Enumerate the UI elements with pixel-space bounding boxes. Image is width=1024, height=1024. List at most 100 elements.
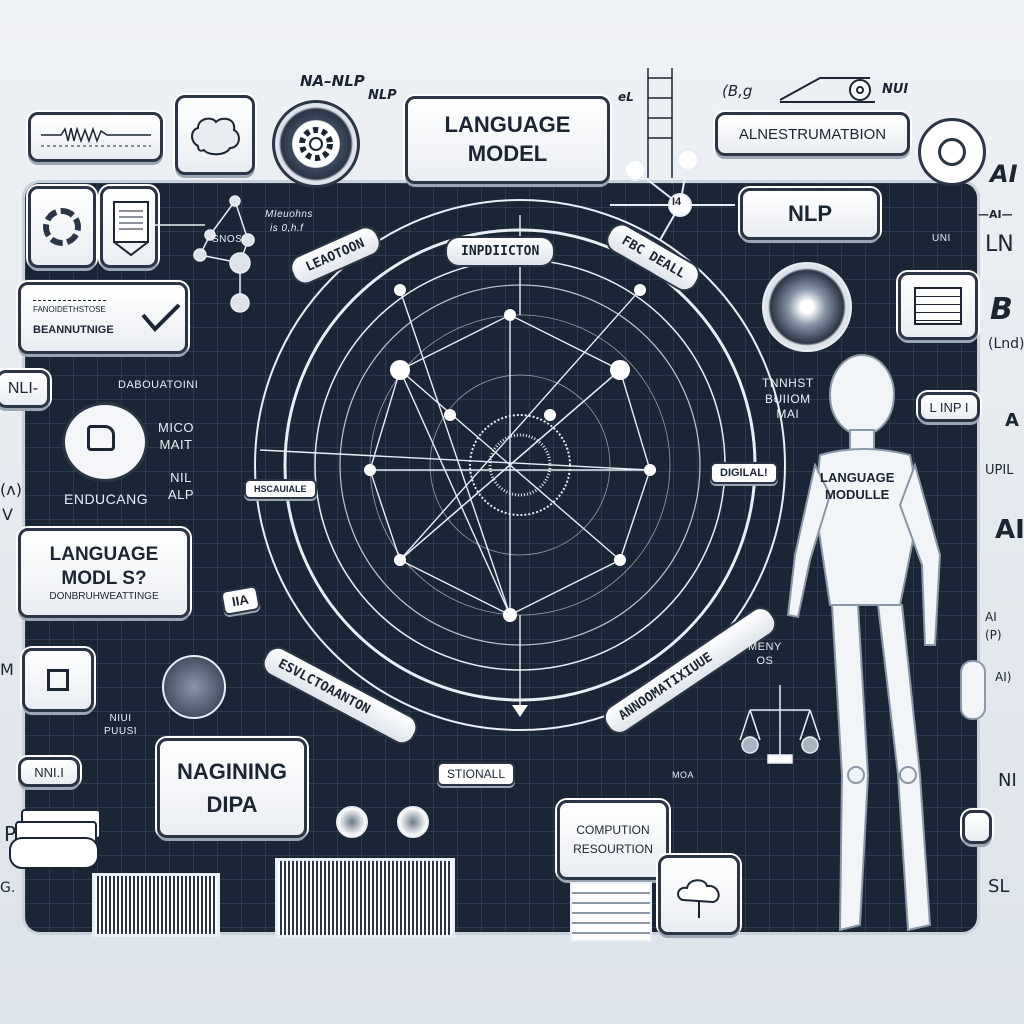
server-rack-1 xyxy=(92,873,220,937)
meny-line-1: MENY xyxy=(748,641,782,653)
digilal-tag: DIGILAL! xyxy=(710,462,778,484)
hscauiale-tag: HSCAUIALE xyxy=(244,479,317,499)
margin-left-4: P xyxy=(4,822,17,846)
outer-ring xyxy=(254,199,786,731)
margin-upil: UPIL xyxy=(985,463,1014,478)
niui-line-2: PUUSI xyxy=(104,726,138,737)
cloud-tree-icon xyxy=(677,879,720,918)
arc-label-top: INPDIICTON xyxy=(445,236,556,267)
check-line-2: BEANNUTNIGE xyxy=(33,324,114,336)
server-stack-icon xyxy=(570,882,652,942)
margin-left-2: V xyxy=(2,505,13,524)
core-ring xyxy=(469,414,571,516)
margin-ai-2: AI xyxy=(995,515,1024,545)
scribble-nlp: NLP xyxy=(368,88,397,103)
tnnhst-line-3: MAI xyxy=(776,407,800,422)
title-line-1: LANGUAGE xyxy=(444,112,571,138)
margin-ln: LN xyxy=(985,232,1014,257)
incline-pulley-icon xyxy=(779,77,875,103)
dial-icon xyxy=(918,118,986,186)
scribble-nui: NUI xyxy=(882,82,909,97)
microphone-icon xyxy=(960,660,986,720)
brain-box xyxy=(175,95,255,175)
stionall-tag: STIONALL xyxy=(437,762,516,786)
balance-scale-icon xyxy=(739,685,821,764)
sensor-icon-2 xyxy=(397,806,429,838)
document-icon xyxy=(113,201,149,257)
comp-line-2: RESOURTION xyxy=(573,842,653,856)
niui-label: NIUI PUUSI xyxy=(104,712,137,738)
margin-ai-4: AI) xyxy=(995,670,1012,684)
alp-line: ALP xyxy=(168,486,195,502)
molecule-note-2: is 0,h.f xyxy=(270,223,304,234)
document-panel-box xyxy=(898,272,978,340)
molecule-note-1: MIeuohns xyxy=(265,209,313,220)
waveform-icon xyxy=(41,126,151,147)
unl-label: UNI xyxy=(932,233,951,244)
document-box xyxy=(100,186,158,268)
nagining-line-1: NAGINING xyxy=(177,759,287,784)
subcaption: ON A.LSMMAINI DORHDNTALL. OF xyxy=(710,164,889,175)
margin-sl: SL xyxy=(988,876,1010,897)
molecule-label: SNOSI xyxy=(212,234,246,245)
waveform-box xyxy=(28,112,163,162)
speech-bubble-icon xyxy=(62,402,148,482)
nnii-label: NNI.I xyxy=(34,764,64,780)
margin-ai-1: AI xyxy=(990,160,1018,188)
check-line-1: FANOIDETHSTOSE xyxy=(33,300,106,314)
nagining-box: NAGINING DIPA xyxy=(157,738,307,838)
niui-line-1: NIUI xyxy=(109,713,132,724)
margin-a: A xyxy=(1005,410,1019,431)
ring-4 xyxy=(339,284,701,646)
robot-figure xyxy=(786,354,942,932)
gear-box xyxy=(28,186,96,268)
ladder-icon xyxy=(647,68,673,178)
alnestrumatbion-box: ALNESTRUMATBION xyxy=(715,112,910,156)
mico-line-2: MAIT xyxy=(159,436,193,452)
tnnhst-line-1: TNNHST xyxy=(762,376,814,390)
scribble-bg: (B,g xyxy=(722,82,753,100)
nli-label: NLI- xyxy=(7,380,39,397)
margin-ai-line: —AI— xyxy=(978,208,1013,221)
node-graph-icon xyxy=(610,149,735,241)
nagining-line-2: DIPA xyxy=(206,792,258,817)
lm2-line-1: LANGUAGE xyxy=(49,544,159,565)
margin-ai-3: AI xyxy=(985,610,997,624)
small-doc-box xyxy=(962,810,992,844)
small-note: MOA xyxy=(672,770,695,780)
gear-icon xyxy=(272,100,360,188)
ring-3 xyxy=(314,259,726,671)
network-links xyxy=(259,215,651,715)
robot-chest-line-2: MODULLE xyxy=(825,486,890,502)
comp-line-1: COMPUTION xyxy=(576,822,650,837)
meny-line-2: OS xyxy=(756,655,774,668)
sensor-icon-1 xyxy=(336,806,368,838)
title-line-2: MODEL xyxy=(467,141,548,166)
robot-chest-line-1: LANGUAGE xyxy=(820,470,895,485)
brain-icon xyxy=(191,117,240,156)
computation-resource-box: COMPUTION RESOURTION xyxy=(557,800,669,880)
lm2-line-2: MODL S? xyxy=(61,567,147,589)
mico-line-1: MICO xyxy=(158,420,194,435)
margin-left-3: M xyxy=(0,660,14,679)
network-nodes xyxy=(309,284,656,676)
margin-left-1: (ʌ) xyxy=(0,480,22,499)
ring-5 xyxy=(369,314,671,616)
margin-lnd: (Lnd) xyxy=(988,336,1024,352)
language-model-box-2: LANGUAGE MODL S? DONBRUHWEATTINGE xyxy=(18,528,190,618)
square-icon xyxy=(47,669,69,691)
margin-ni: NI xyxy=(998,770,1017,791)
neural-orb-icon xyxy=(762,262,852,352)
margin-p: (P) xyxy=(985,628,1002,642)
alnestrumatbion-label: ALNESTRUMATBION xyxy=(738,125,887,143)
nli-box: NLI- xyxy=(0,370,50,408)
checkmark-icon xyxy=(141,303,181,332)
molecule-icon xyxy=(155,195,255,313)
scribble-na-nlp: NA–NLP xyxy=(300,72,365,90)
nil-line: NIL xyxy=(170,470,192,485)
margin-b: B xyxy=(990,292,1013,327)
arrowhead-icon xyxy=(512,705,528,717)
